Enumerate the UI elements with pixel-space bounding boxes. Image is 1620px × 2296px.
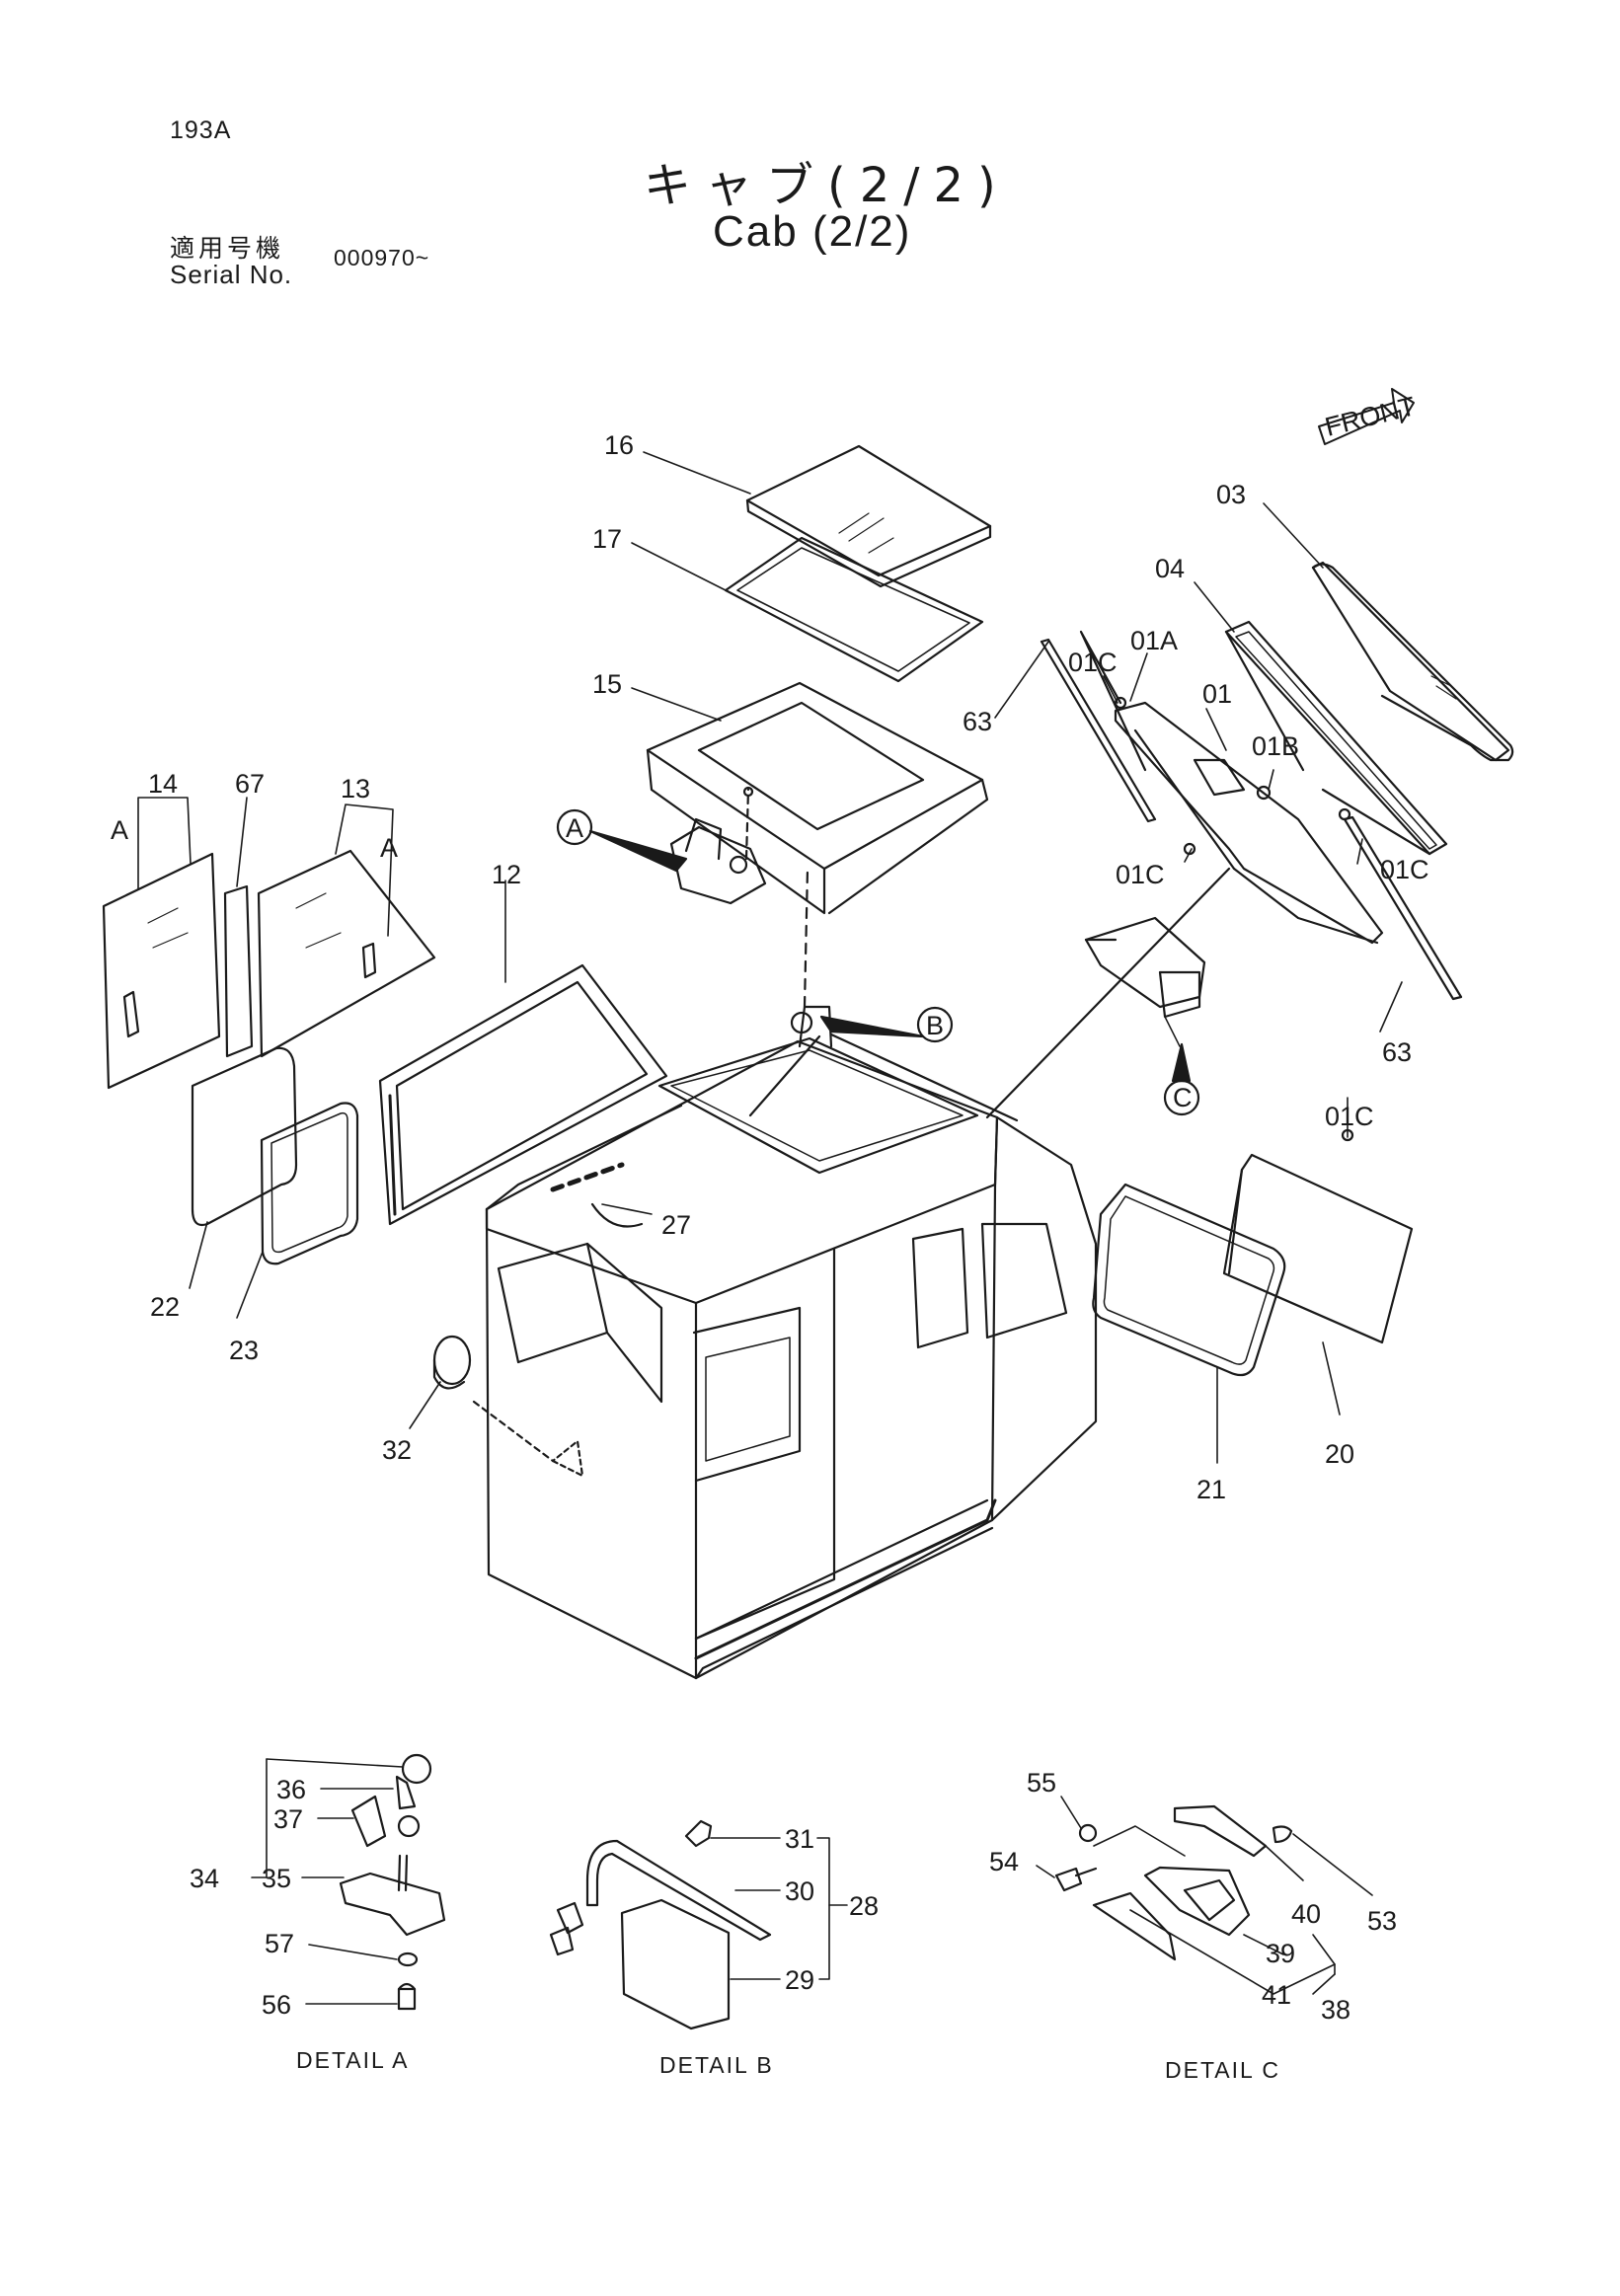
side-glass-13 [257, 849, 436, 1058]
callout-34: 34 [190, 1864, 219, 1893]
cab-body [472, 1039, 1098, 1680]
callout-28: 28 [849, 1891, 879, 1921]
callout-35: 35 [262, 1864, 291, 1893]
detail-labels: DETAIL A DETAIL B DETAIL C [296, 2047, 1280, 2083]
front-seal [1224, 620, 1448, 856]
callout-01a: 01A [1130, 626, 1178, 655]
callout-39: 39 [1266, 1939, 1295, 1968]
detail-marker-b: B [819, 1006, 954, 1043]
callout-01c-1: 01C [1068, 648, 1118, 677]
roof-glass [745, 444, 992, 588]
callout-01c-2: 01C [1116, 860, 1165, 889]
lock-bracket [1084, 916, 1206, 1083]
callout-04: 04 [1155, 554, 1185, 583]
callout-29: 29 [785, 1965, 814, 1995]
callout-54: 54 [989, 1847, 1019, 1876]
callout-40: 40 [1291, 1899, 1321, 1929]
right-seal-21 [1092, 1183, 1286, 1377]
roof-frame [646, 681, 989, 915]
svg-text:C: C [1173, 1083, 1193, 1112]
callout-01: 01 [1202, 679, 1232, 709]
callout-57: 57 [265, 1929, 294, 1958]
roof-seal [724, 536, 984, 683]
cab-roof-frame [657, 1005, 1019, 1175]
title-english: Cab (2/2) [713, 207, 912, 256]
serial-value: 000970~ [334, 245, 430, 270]
svg-text:B: B [926, 1011, 944, 1040]
serial-label-english: Serial No. [170, 260, 293, 289]
right-glass-20 [1222, 1153, 1414, 1344]
callout-20: 20 [1325, 1439, 1354, 1469]
callout-12: 12 [492, 860, 521, 889]
callout-63-1: 63 [963, 707, 992, 736]
callout-22: 22 [150, 1292, 180, 1322]
detail-marker-c: C [1163, 1079, 1200, 1116]
leader-c [985, 867, 1231, 1119]
callout-37: 37 [273, 1804, 303, 1834]
callout-36: 36 [276, 1775, 306, 1804]
callout-01b: 01B [1252, 731, 1299, 761]
callout-41: 41 [1262, 1980, 1291, 2010]
front-glass [1311, 561, 1514, 762]
callout-14: 14 [148, 769, 178, 799]
cap-32 [432, 1335, 472, 1390]
svg-text:A: A [566, 813, 583, 843]
callout-27: 27 [661, 1210, 691, 1240]
callout-30: 30 [785, 1876, 814, 1906]
callout-21: 21 [1196, 1475, 1226, 1504]
callout-labels: 16 17 15 14 67 13 12 03 04 01 01A 01B 01… [111, 430, 1429, 2025]
callout-03: 03 [1216, 480, 1246, 509]
detail-b-parts [549, 1819, 772, 2030]
side-glass-22 [191, 1046, 298, 1227]
detail-c-label: DETAIL C [1165, 2057, 1280, 2083]
leader-lines [137, 451, 1403, 1464]
side-glass-14 [102, 852, 221, 1090]
callout-38: 38 [1321, 1995, 1350, 2025]
detail-a-parts [339, 1753, 446, 2011]
serial-label-japanese: 適用号機 [170, 234, 285, 263]
callout-a-left: A [111, 815, 128, 845]
roof-hinge [669, 788, 767, 905]
callout-01c-4: 01C [1325, 1102, 1374, 1131]
side-window-frame [378, 963, 668, 1226]
callout-15: 15 [592, 669, 622, 699]
callout-31: 31 [785, 1824, 814, 1854]
callout-17: 17 [592, 524, 622, 554]
page-code: 193A [170, 116, 232, 144]
title-japanese: キャブ(2/2) [644, 158, 1010, 213]
callout-55: 55 [1027, 1768, 1056, 1798]
callout-a-right: A [380, 833, 398, 863]
detail-a-label: DETAIL A [296, 2047, 409, 2073]
side-strip-67 [223, 884, 254, 1058]
front-label: FRONT [1322, 391, 1418, 442]
front-arrow: FRONT [1318, 388, 1419, 445]
callout-67: 67 [235, 769, 265, 799]
detail-c-leaders [1036, 1796, 1373, 1995]
callout-32: 32 [382, 1435, 412, 1465]
callout-23: 23 [229, 1336, 259, 1365]
callout-13: 13 [341, 774, 370, 804]
callout-56: 56 [262, 1990, 291, 2020]
detail-c-parts [1054, 1804, 1293, 1961]
callout-16: 16 [604, 430, 634, 460]
detail-a-leaders [251, 1758, 404, 2005]
detail-b-leaders [710, 1837, 848, 1980]
callout-53: 53 [1367, 1906, 1397, 1936]
front-window-frame [1079, 630, 1384, 1142]
detail-marker-a: A [556, 808, 688, 873]
callout-63-2: 63 [1382, 1037, 1412, 1067]
leader-roof [803, 867, 810, 1009]
side-seal-23 [260, 1102, 359, 1265]
detail-b-label: DETAIL B [659, 2052, 774, 2078]
callout-01c-3: 01C [1380, 855, 1429, 884]
trim-strips [1040, 638, 1463, 1001]
